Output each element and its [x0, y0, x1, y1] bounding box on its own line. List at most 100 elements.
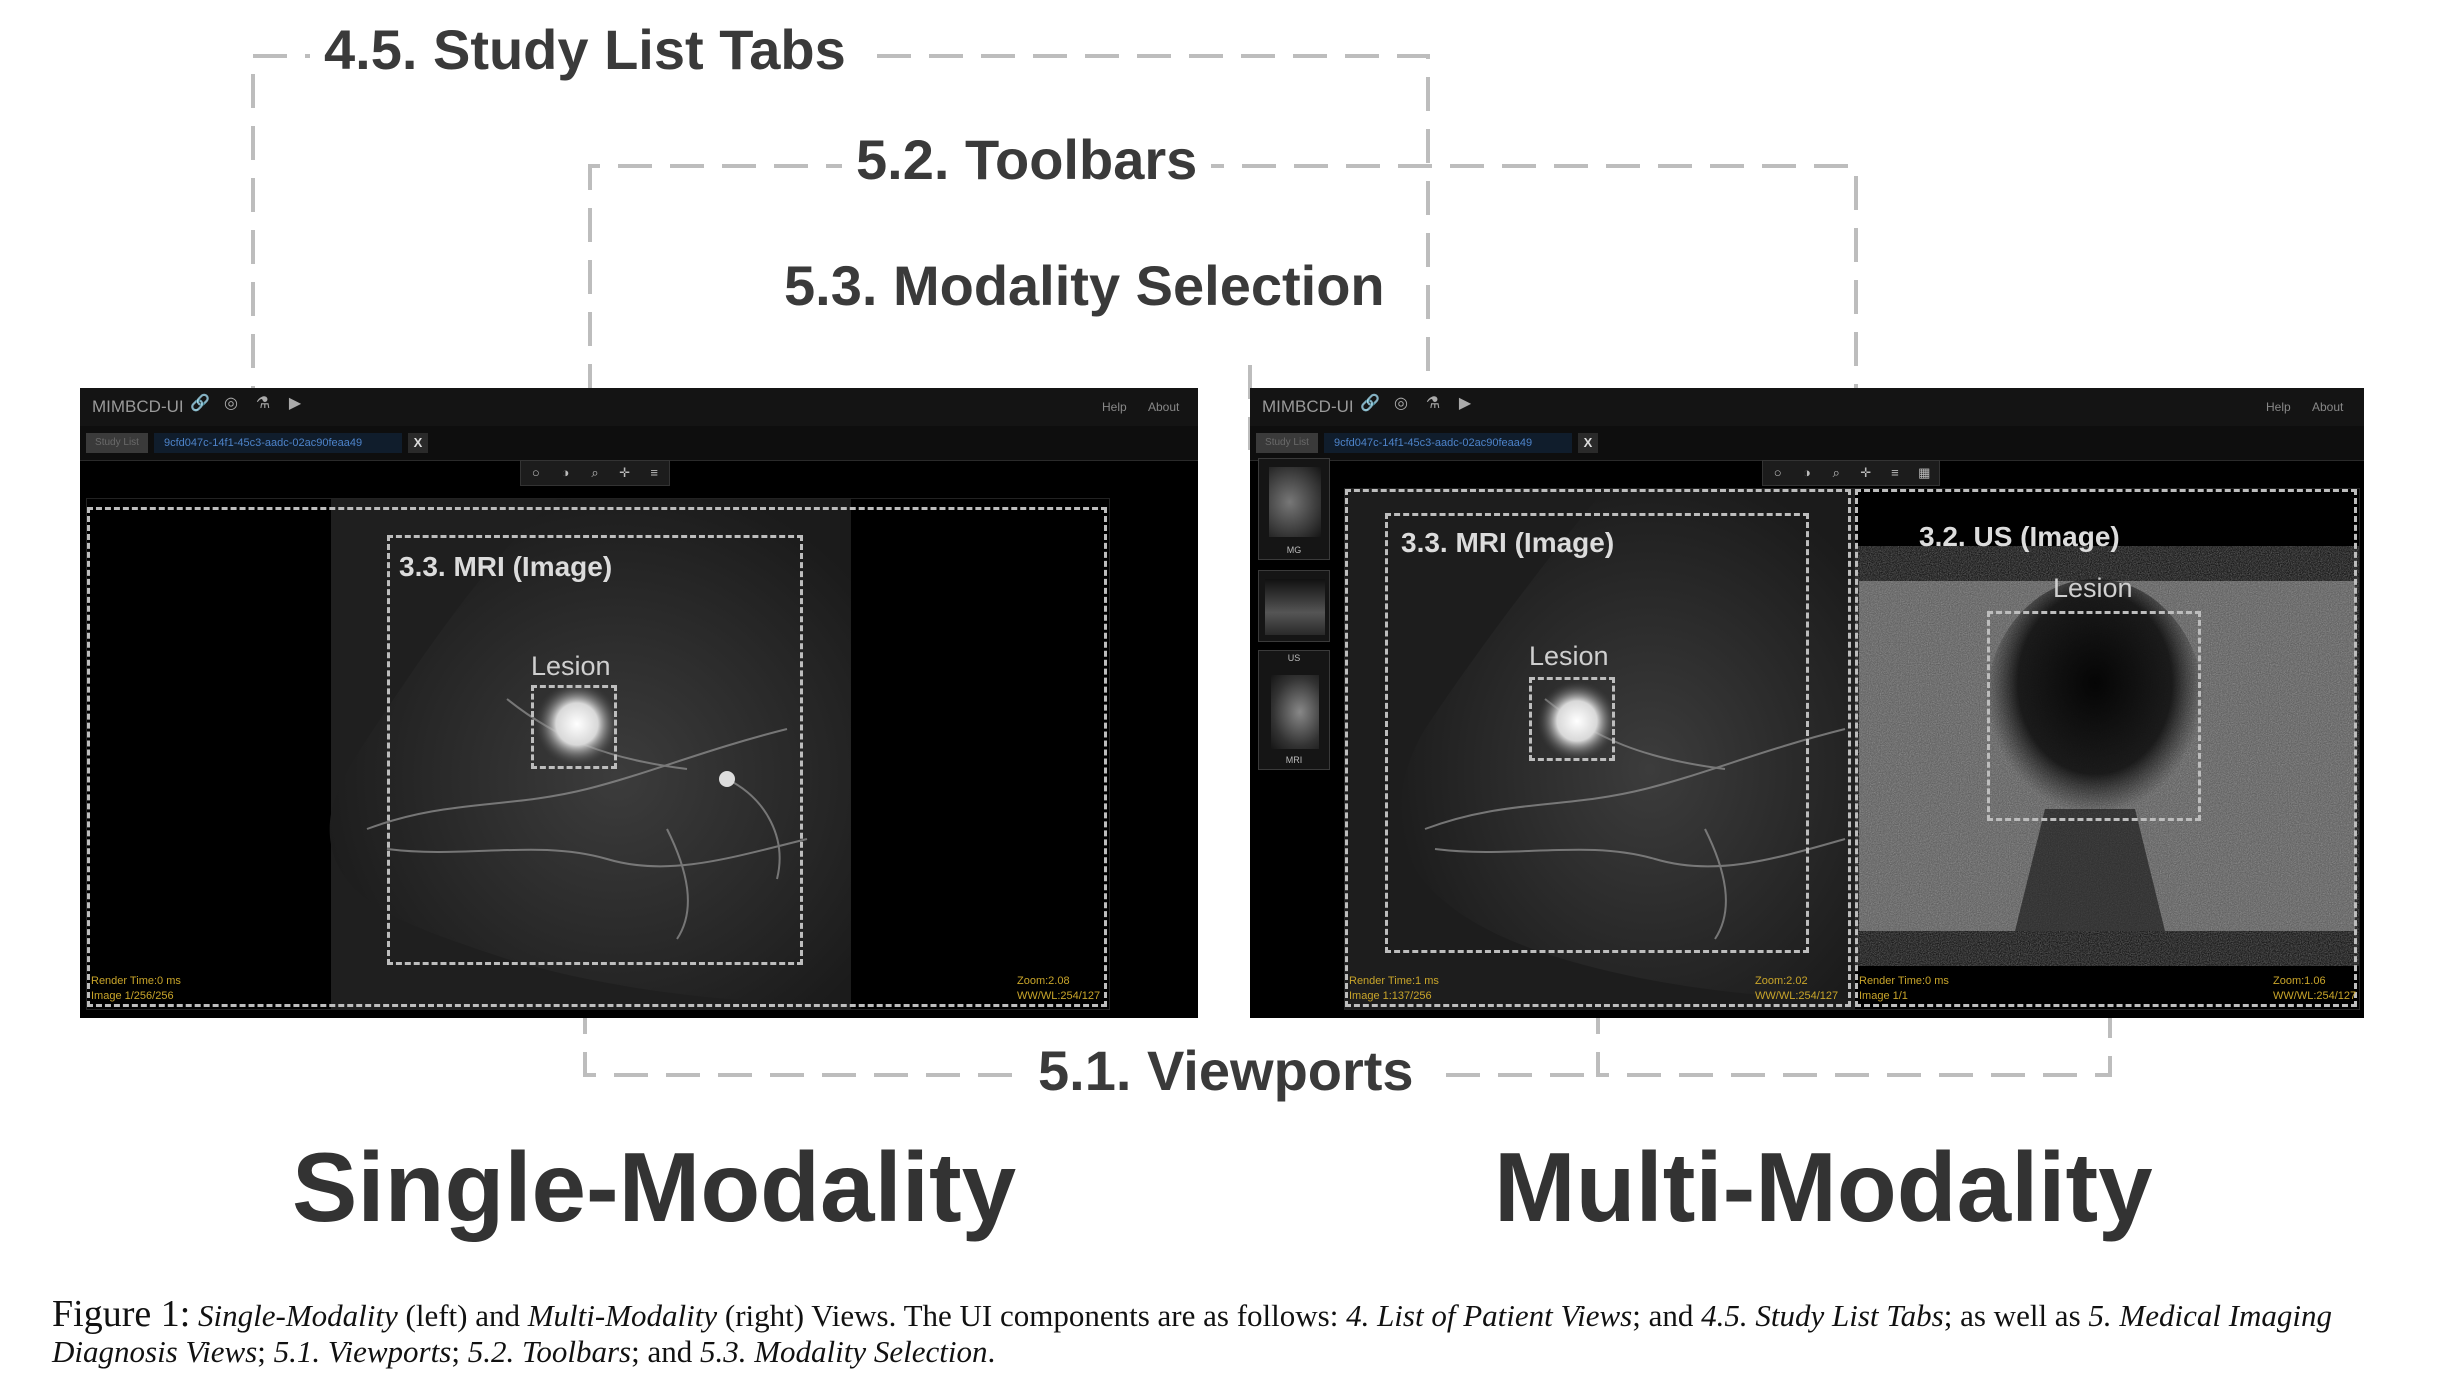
mri-viewport[interactable]: 3.3. MRI (Image) Lesion Render Time:1 ms…	[1344, 488, 1854, 1010]
image-label: 3.3. MRI (Image)	[399, 551, 613, 582]
caption-part: .	[987, 1334, 996, 1369]
caption-part: 5.2. Toolbars	[467, 1334, 632, 1369]
lesion-box	[1529, 677, 1615, 761]
contrast-icon[interactable]: ◑	[561, 465, 570, 480]
callout-modality-selection: 5.3. Modality Selection	[770, 258, 1399, 314]
study-tab-uid[interactable]: 9cfd047c-14f1-45c3-aadc-02ac90feaa49	[1324, 433, 1572, 453]
lesion-label: Lesion	[1529, 641, 1609, 671]
caption-part: ; as well as	[1943, 1298, 2089, 1333]
app-header: MIMBCD-UI 🔗 ◎ ⚗ ▶ Help About	[80, 388, 1198, 426]
figure-caption: Figure 1: Single-Modality (left) and Mul…	[52, 1293, 2402, 1370]
thumbnail-mg[interactable]: MG	[1258, 458, 1330, 560]
zoom-icon[interactable]: ⌕	[1832, 465, 1840, 480]
us-breast-image	[1855, 489, 2359, 1009]
caption-part: (right) Views. The UI components are as …	[717, 1298, 1347, 1333]
caption-part: (left) and	[397, 1298, 528, 1333]
youtube-icon[interactable]: ▶	[288, 395, 302, 412]
toolbars-guide	[588, 164, 1858, 450]
help-link[interactable]: Help	[1102, 400, 1127, 414]
render-time-overlay: Render Time:0 ms	[91, 975, 181, 987]
link-icon[interactable]: 🔗	[190, 395, 210, 412]
zoom-overlay: Zoom:2.08	[1017, 975, 1070, 987]
multi-modality-title: Multi-Modality	[1494, 1132, 2153, 1242]
mri-breast-image	[1345, 489, 1853, 1009]
pan-icon[interactable]: ✛	[1860, 465, 1872, 480]
caption-part: 4. List of Patient Views	[1346, 1298, 1633, 1333]
circle-icon[interactable]: ○	[531, 465, 540, 480]
caption-part: ;	[451, 1334, 468, 1369]
github-icon[interactable]: ◎	[1394, 395, 1408, 412]
link-icon[interactable]: 🔗	[1360, 395, 1380, 412]
caption-part: ; and	[631, 1334, 700, 1369]
viewport-outline	[1855, 489, 2357, 1007]
viewer-toolbar: ○ ◑ ⌕ ✛ ≡ ▦	[1762, 460, 1940, 486]
caption-part: 4.5. Study List Tabs	[1701, 1298, 1944, 1333]
lesion-box	[1987, 611, 2201, 821]
image-index-overlay: Image 1/1	[1859, 990, 1908, 1002]
wwwl-overlay: WW/WL:254/127	[1017, 990, 1101, 1002]
caption-part: 5.1. Viewports	[273, 1334, 452, 1369]
thumbnail-tag: MRI	[1285, 755, 1303, 765]
caption-part: Multi-Modality	[527, 1298, 718, 1333]
image-outline	[1385, 513, 1809, 953]
thumbnail-tag: MG	[1286, 545, 1302, 555]
close-tab-button[interactable]: X	[1578, 433, 1598, 453]
layout-icon[interactable]: ▦	[1918, 465, 1931, 480]
help-link[interactable]: Help	[2266, 400, 2291, 414]
study-list-tabs: Study List 9cfd047c-14f1-45c3-aadc-02ac9…	[80, 426, 1198, 461]
mri-breast-image	[329, 499, 851, 1009]
thumbnail-us[interactable]: US MRI	[1258, 650, 1330, 770]
app-brand: MIMBCD-UI	[92, 397, 184, 416]
image-outline	[387, 535, 803, 965]
image-index-overlay: Image 1/256/256	[91, 990, 174, 1002]
zoom-overlay: Zoom:1.06	[2273, 975, 2326, 987]
zoom-icon[interactable]: ⌕	[591, 465, 599, 480]
menu-icon[interactable]: ≡	[650, 465, 658, 480]
modality-selection: MG US MRI	[1254, 458, 1334, 878]
callout-viewports: 5.1. Viewports	[1024, 1043, 1428, 1099]
circle-icon[interactable]: ○	[1773, 465, 1782, 480]
multi-modality-app: MIMBCD-UI 🔗 ◎ ⚗ ▶ Help About Study List …	[1250, 388, 2364, 1018]
viewer-toolbar: ○ ◑ ⌕ ✛ ≡	[520, 460, 670, 486]
render-time-overlay: Render Time:1 ms	[1349, 975, 1439, 987]
pan-icon[interactable]: ✛	[619, 465, 631, 480]
us-viewport[interactable]: 3.2. US (Image) Lesion Render Time:0 ms …	[1854, 488, 2360, 1010]
image-index-overlay: Image 1:137/256	[1349, 990, 1432, 1002]
thumbnail-top-tag: US	[1287, 653, 1301, 663]
lesion-label: Lesion	[2053, 573, 2133, 603]
caption-part: ;	[257, 1334, 274, 1369]
caption-part: 5. Medical Imaging Diagnosis Views	[52, 1298, 2333, 1369]
flask-icon[interactable]: ⚗	[1425, 395, 1441, 412]
render-time-overlay: Render Time:0 ms	[1859, 975, 1949, 987]
viewport-outline	[1345, 489, 1851, 1007]
about-link[interactable]: About	[1148, 400, 1180, 414]
study-list-tabs: Study List 9cfd047c-14f1-45c3-aadc-02ac9…	[1250, 426, 2364, 461]
single-modality-app: MIMBCD-UI 🔗 ◎ ⚗ ▶ Help About Study List …	[80, 388, 1198, 1018]
image-label: 3.2. US (Image)	[1919, 521, 2120, 552]
callout-study-list-tabs: 4.5. Study List Tabs	[310, 22, 860, 78]
flask-icon[interactable]: ⚗	[255, 395, 271, 412]
menu-icon[interactable]: ≡	[1891, 465, 1899, 480]
wwwl-overlay: WW/WL:254/127	[1755, 990, 1839, 1002]
youtube-icon[interactable]: ▶	[1458, 395, 1472, 412]
figure-number: Figure 1:	[52, 1293, 191, 1335]
github-icon[interactable]: ◎	[224, 395, 238, 412]
about-link[interactable]: About	[2312, 400, 2344, 414]
thumbnail-mri-series[interactable]	[1258, 570, 1330, 642]
caption-part: ; and	[1632, 1298, 1702, 1333]
app-header: MIMBCD-UI 🔗 ◎ ⚗ ▶ Help About	[1250, 388, 2364, 426]
single-modality-title: Single-Modality	[292, 1132, 1017, 1242]
close-tab-button[interactable]: X	[408, 433, 428, 453]
wwwl-overlay: WW/WL:254/127	[2273, 990, 2357, 1002]
callout-toolbars: 5.2. Toolbars	[842, 132, 1212, 188]
app-brand: MIMBCD-UI	[1262, 397, 1354, 416]
study-list-tab[interactable]: Study List	[86, 433, 148, 453]
zoom-overlay: Zoom:2.02	[1755, 975, 1808, 987]
study-list-tab[interactable]: Study List	[1256, 433, 1318, 453]
contrast-icon[interactable]: ◑	[1803, 465, 1811, 480]
caption-part: Single-Modality	[198, 1298, 398, 1333]
mri-viewport[interactable]: 3.3. MRI (Image) Lesion Render Time:0 ms…	[86, 498, 1110, 1010]
caption-part: 5.3. Modality Selection	[699, 1334, 988, 1369]
lesion-box	[531, 685, 617, 769]
study-tab-uid[interactable]: 9cfd047c-14f1-45c3-aadc-02ac90feaa49	[154, 433, 402, 453]
